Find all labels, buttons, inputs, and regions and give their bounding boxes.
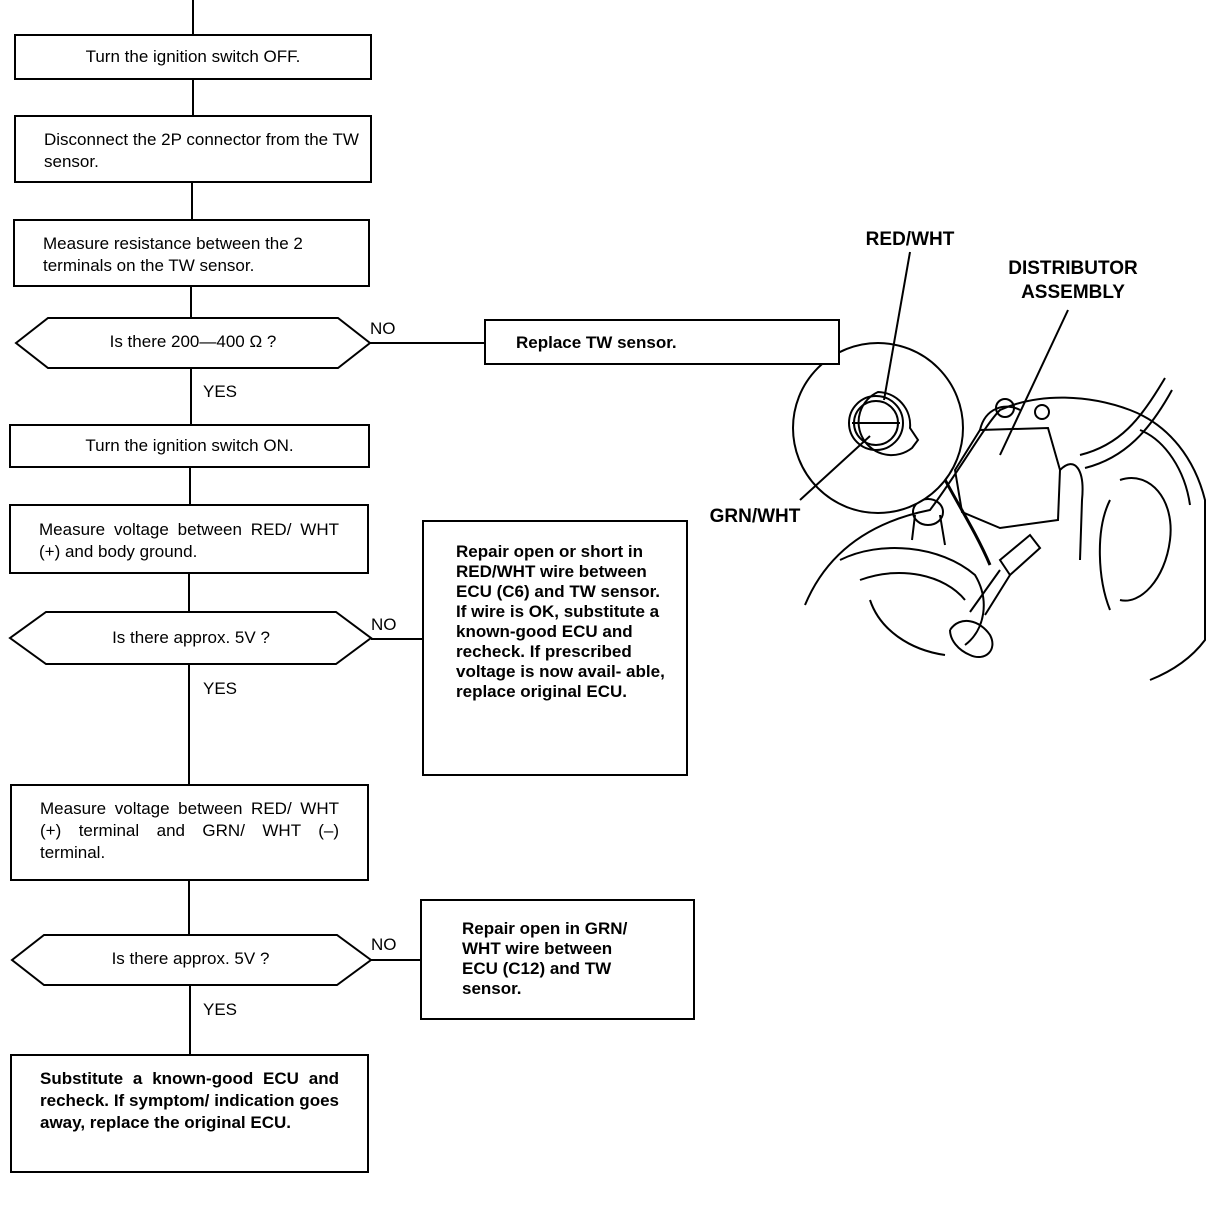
decision-voltage-2-text: Is there approx. 5V ? bbox=[111, 949, 270, 968]
label-yes-voltage-2: YES bbox=[203, 1000, 238, 1019]
decision-voltage-1-text: Is there approx. 5V ? bbox=[112, 628, 270, 647]
step-measure-resistance: Measure resistance between the 2 termina… bbox=[13, 219, 370, 287]
decision-diamond-resistance bbox=[14, 317, 372, 369]
decision-resistance-text: Is there 200—400 Ω ? bbox=[109, 332, 277, 351]
step-measure-voltage-terminals-text: Measure voltage between RED/ WHT (+) ter… bbox=[40, 799, 339, 862]
decision-diamond-voltage-2 bbox=[10, 934, 373, 986]
step-substitute-ecu-text: Substitute a known-good ECU and recheck.… bbox=[40, 1069, 339, 1132]
result-repair-red-wht: Repair open or short in RED/WHT wire bet… bbox=[422, 520, 688, 776]
result-repair-grn-wht-text: Repair open in GRN/ WHT wire between ECU… bbox=[462, 919, 628, 998]
label-distributor-assembly: DISTRIBUTOR ASSEMBLY bbox=[1008, 258, 1138, 303]
label-no-resistance: NO bbox=[370, 319, 396, 338]
step-measure-voltage-ground-text: Measure voltage between RED/ WHT (+) and… bbox=[39, 520, 339, 561]
result-replace-tw-sensor: Replace TW sensor. bbox=[484, 319, 840, 365]
tw-sensor-illustration bbox=[792, 251, 1206, 681]
result-replace-tw-sensor-text: Replace TW sensor. bbox=[516, 333, 677, 352]
result-repair-grn-wht: Repair open in GRN/ WHT wire between ECU… bbox=[420, 899, 695, 1020]
step-ignition-off-text: Turn the ignition switch OFF. bbox=[85, 47, 301, 66]
decision-diamond-voltage-1 bbox=[8, 611, 373, 665]
step-disconnect-connector: Disconnect the 2P connector from the TW … bbox=[14, 115, 372, 183]
label-red-wht: RED/WHT bbox=[865, 229, 955, 250]
label-yes-resistance: YES bbox=[203, 382, 238, 401]
step-disconnect-connector-text: Disconnect the 2P connector from the TW … bbox=[44, 130, 359, 171]
step-substitute-ecu: Substitute a known-good ECU and recheck.… bbox=[10, 1054, 369, 1173]
step-measure-resistance-text: Measure resistance between the 2 termina… bbox=[43, 234, 303, 275]
step-ignition-on: Turn the ignition switch ON. bbox=[9, 424, 370, 468]
result-repair-red-wht-text: Repair open or short in RED/WHT wire bet… bbox=[456, 542, 665, 701]
step-measure-voltage-ground: Measure voltage between RED/ WHT (+) and… bbox=[9, 504, 369, 574]
step-ignition-on-text: Turn the ignition switch ON. bbox=[85, 436, 294, 455]
label-yes-voltage-1: YES bbox=[203, 679, 238, 698]
step-ignition-off: Turn the ignition switch OFF. bbox=[14, 34, 372, 80]
step-measure-voltage-terminals: Measure voltage between RED/ WHT (+) ter… bbox=[10, 784, 369, 881]
label-grn-wht: GRN/WHT bbox=[709, 506, 801, 527]
label-no-voltage-1: NO bbox=[371, 615, 397, 634]
label-no-voltage-2: NO bbox=[371, 935, 397, 954]
